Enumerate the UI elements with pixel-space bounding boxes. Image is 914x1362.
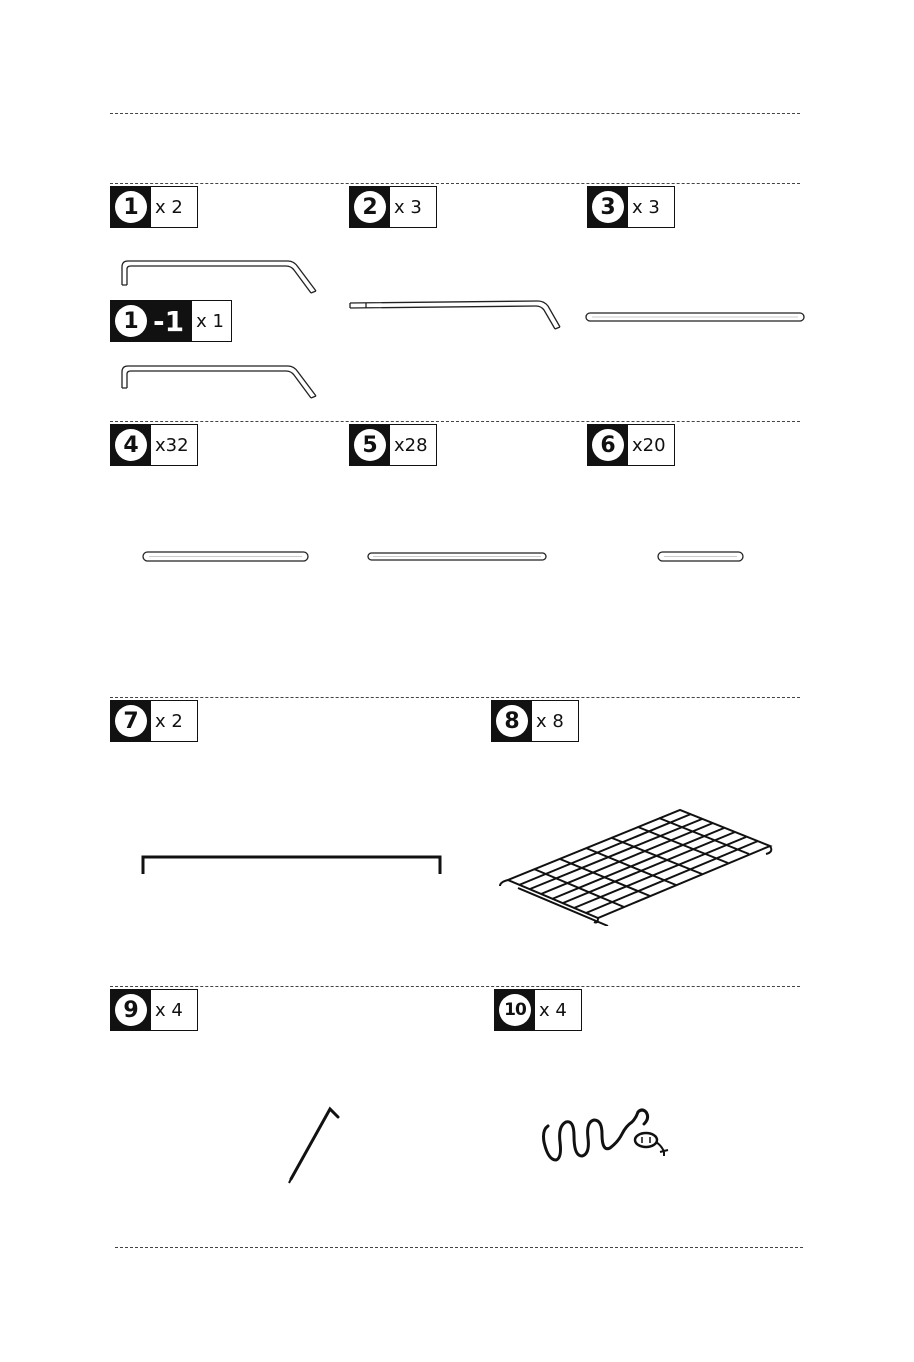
top-divider <box>110 113 800 114</box>
part-quantity: x 4 <box>151 990 189 1030</box>
short-pole-part-5 <box>366 550 550 564</box>
part-quantity: x 2 <box>151 701 189 741</box>
short-pole-part-4 <box>140 549 312 565</box>
part-label-8: 8 x 8 <box>491 700 579 742</box>
part-label-1: 1 x 2 <box>110 186 198 228</box>
bent-pole-part-2 <box>346 297 566 333</box>
grid-mesh-part-8 <box>494 806 774 926</box>
part-label-2: 2 x 3 <box>349 186 437 228</box>
part-label-7: 7 x 2 <box>110 700 198 742</box>
part-label-6: 6 x20 <box>587 424 675 466</box>
part-number: 7 <box>115 705 147 737</box>
part-number: 4 <box>115 429 147 461</box>
part-label-1-1: 1 -1 x 1 <box>110 300 232 342</box>
part-number: 5 <box>354 429 386 461</box>
row3-divider <box>110 697 800 698</box>
part-number: 6 <box>592 429 624 461</box>
part-number: 8 <box>496 705 528 737</box>
staple-bar-part-7 <box>138 852 446 878</box>
part-quantity: x 3 <box>390 187 428 227</box>
part-label-9: 9 x 4 <box>110 989 198 1031</box>
part-quantity: x 8 <box>532 701 570 741</box>
elastic-cord-part-10 <box>538 1108 678 1170</box>
row2-divider <box>110 421 800 422</box>
part-number-suffix: -1 <box>147 305 188 338</box>
row4-divider <box>110 986 800 987</box>
part-number: 1 <box>115 191 147 223</box>
part-label-3: 3 x 3 <box>587 186 675 228</box>
part-number: 1 <box>115 305 147 337</box>
part-quantity: x32 <box>151 425 195 465</box>
part-number: 10 <box>499 994 531 1026</box>
straight-pole-part-3 <box>584 310 808 326</box>
short-pole-part-6 <box>655 549 747 565</box>
part-quantity: x28 <box>390 425 434 465</box>
part-number: 3 <box>592 191 624 223</box>
bottom-divider <box>115 1247 803 1248</box>
part-quantity: x 4 <box>535 990 573 1030</box>
part-number: 9 <box>115 994 147 1026</box>
part-quantity: x20 <box>628 425 672 465</box>
bent-rod-part-1-1 <box>118 362 323 402</box>
part-quantity: x 3 <box>628 187 666 227</box>
ground-stake-part-9 <box>284 1103 346 1185</box>
part-label-10: 10 x 4 <box>494 989 582 1031</box>
bent-rod-part-1 <box>118 255 323 295</box>
part-number: 2 <box>354 191 386 223</box>
row1-divider <box>110 183 800 184</box>
part-quantity: x 1 <box>192 301 230 341</box>
part-label-4: 4 x32 <box>110 424 198 466</box>
part-quantity: x 2 <box>151 187 189 227</box>
part-label-5: 5 x28 <box>349 424 437 466</box>
